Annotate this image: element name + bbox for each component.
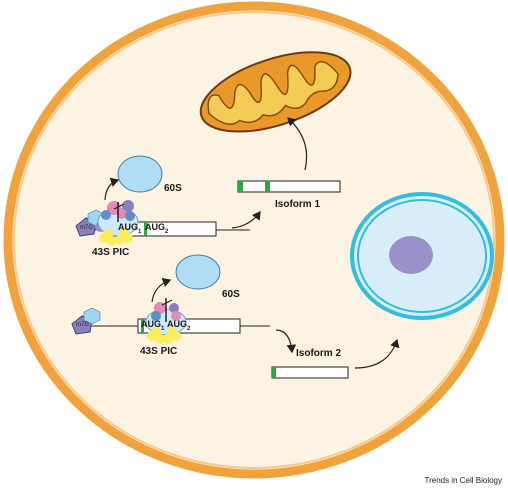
label-isoform-1: Isoform 1 [275,199,321,210]
isoform-1-bar [237,180,341,193]
nucleus-icon [350,192,494,320]
label-43s-pic-bottom: 43S PIC [140,346,178,357]
arrow-to-isoform-1 [231,211,261,229]
label-43s-pic-top: 43S PIC [92,247,130,258]
label-cap-top: m7G [80,225,94,231]
label-60s-bottom: 60S [222,289,240,300]
pic-43s-top [97,200,139,246]
arrow-to-nucleus [354,338,400,369]
ribosome-60s-bottom [175,254,221,290]
mitochondrion-icon [199,51,352,133]
label-cap-bottom: m7G [76,322,90,328]
label-aug1-bottom: AUG1 [141,319,165,332]
label-aug2-top: AUG2 [145,222,169,235]
pic-43s-bottom [145,298,187,344]
arrow-to-mitochondrion [287,117,308,171]
journal-credit: Trends in Cell Biology [424,476,502,485]
label-isoform-2: Isoform 2 [296,348,342,359]
arrow-to-isoform-2 [275,329,297,354]
cell-membrane [3,1,505,479]
isoform-2-bar [271,366,349,379]
label-60s-top: 60S [164,183,182,194]
ribosome-60s-top [117,155,163,193]
label-aug2-bottom: AUG2 [167,319,191,332]
label-aug1-top: AUG1 [118,222,142,235]
